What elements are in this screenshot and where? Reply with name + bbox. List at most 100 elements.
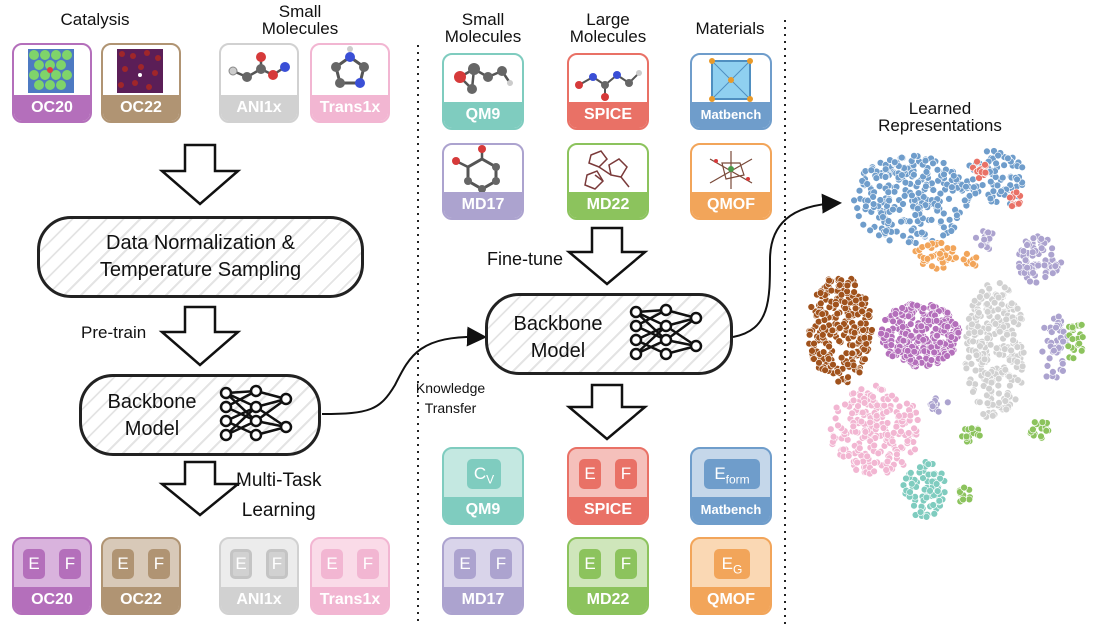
dataset-card-qmof: QMOF [690,143,772,220]
scatter-point-md17 [1045,354,1054,363]
scatter-point-ani1x [987,378,996,387]
scatter-point-matbench [869,193,877,201]
scatter-point-ani1x [976,398,984,406]
scatter-point-trans1x [827,425,835,433]
scatter-point-oc20 [903,347,912,355]
scatter-point-matbench [850,196,858,205]
scatter-point-oc20 [888,352,897,360]
scatter-point-matbench [884,217,893,225]
scatter-point-matbench [890,188,899,196]
scatter-point-oc22 [819,323,828,332]
scatter-point-matbench [933,166,942,174]
scatter-point-trans1x [904,429,913,437]
scatter-point-matbench [962,182,970,191]
scatter-point-md17 [1038,347,1047,356]
scatter-point-spice [1008,202,1016,210]
scatter-point-qmof [960,255,968,264]
dataset-card-trans1x: Trans1x [310,43,390,123]
scatter-point-md17 [1029,234,1038,242]
scatter-point-ani1x [1009,336,1017,344]
scatter-point-matbench [855,212,863,220]
scatter-point-trans1x [869,393,877,401]
block-arrow-3 [158,460,242,517]
catalyst-lattice-image [28,49,74,93]
scatter-point-trans1x [888,392,896,400]
scatter-point-trans1x [857,385,866,393]
scatter-point-ani1x [976,293,984,301]
scatter-point-oc20 [929,302,937,311]
scatter-point-oc20 [889,317,897,326]
scatter-point-matbench [936,189,945,198]
output-card-oc20: E F OC20 [12,537,92,615]
scatter-point-qm9 [924,460,933,468]
energy-token: E [230,549,252,579]
scatter-point-oc22 [861,294,870,303]
scatter-point-trans1x [861,428,870,436]
scatter-point-matbench [869,200,878,208]
scatter-point-oc22 [836,324,844,332]
scatter-point-matbench [885,236,894,245]
scatter-point-md17 [1050,347,1058,355]
scatter-point-ani1x [1010,318,1018,326]
scatter-point-trans1x [870,467,878,475]
scatter-point-matbench [940,223,948,232]
scatter-point-matbench [863,180,871,188]
scatter-point-oc20 [930,348,938,357]
scatter-point-matbench [999,173,1007,182]
scatter-point-qmof [943,244,952,252]
scatter-point-ani1x [995,350,1004,359]
output-card-trans1x: E F Trans1x [310,537,390,615]
scatter-point-ani1x [994,305,1002,314]
finetune-label: Fine-tune [487,249,564,269]
scatter-point-qmof [936,250,944,258]
force-token: F [615,549,637,579]
scatter-point-matbench [872,174,881,182]
scatter-point-ani1x [1001,283,1009,292]
scatter-point-matbench [885,196,893,205]
scatter-point-trans1x [883,419,892,427]
scatter-point-matbench [939,231,947,240]
dataset-label: MD17 [444,587,522,613]
scatter-point-ani1x [996,328,1004,336]
backbone-model-right [485,293,733,375]
scatter-point-oc22 [860,334,869,342]
scatter-point-qm9 [908,480,916,488]
scatter-point-ani1x [965,379,974,387]
scatter-point-trans1x [892,423,901,431]
scatter-point-matbench [898,171,906,179]
scatter-point-oc22 [829,361,837,369]
scatter-point-matbench [994,151,1002,160]
scatter-point-oc22 [818,310,826,318]
scatter-point-oc20 [910,348,919,356]
scatter-point-trans1x [852,466,860,474]
scatter-point-matbench [939,159,948,167]
scatter-point-md17 [1029,269,1037,277]
scatter-point-trans1x [849,396,858,405]
scatter-point-md22 [1031,418,1039,426]
scatter-point-qmof [937,239,946,247]
scatter-point-oc20 [943,352,951,360]
scatter-point-oc22 [850,329,859,337]
scatter-point-trans1x [849,422,857,431]
scatter-point-trans1x [888,437,897,446]
scatter-point-md17 [984,228,992,237]
scatter-point-matbench [914,204,922,213]
scatter-point-ani1x [986,341,995,349]
scatter-point-trans1x [893,450,901,459]
scatter-point-md17 [934,408,943,416]
scatter-point-matbench [992,159,1000,168]
scatter-point-trans1x [873,401,881,409]
scatter-point-trans1x [890,429,898,437]
scatter-point-oc22 [833,310,841,318]
scatter-point-md22 [965,495,974,504]
scatter-point-ani1x [1014,376,1022,384]
scatter-point-oc20 [907,332,915,340]
scatter-point-oc20 [891,310,900,318]
scatter-point-matbench [950,172,958,180]
header-materials: Materials [695,19,765,38]
scatter-point-oc22 [836,281,844,289]
scatter-point-oc20 [927,356,936,364]
